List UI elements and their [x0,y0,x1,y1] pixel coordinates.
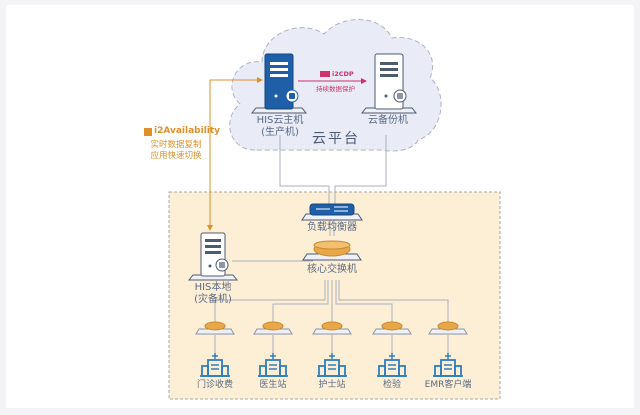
cloud-shape [229,19,442,152]
access-switch-icon[interactable] [428,321,468,335]
client-label-doctor-station: 医生站 [259,380,287,390]
core-switch-label: 核心交换机 [307,264,357,275]
his-local-host-label-line2: (灾备机) [194,294,232,305]
his-local-host-label: HIS本地 (灾备机) [186,282,240,306]
access-switch-icon[interactable] [312,321,352,335]
his-cloud-server-icon[interactable] [250,53,308,114]
client-label-lab: 检验 [382,380,401,390]
load-balancer-label: 负载均衡器 [307,222,357,233]
his-local-server-icon[interactable] [187,232,239,281]
cdp-description: 持续数据保护 [316,85,355,93]
i2cdp-logo-icon [320,71,330,77]
client-label-outpatient: 门诊收费 [196,380,233,390]
access-switch-icon[interactable] [195,321,235,335]
core-switch-icon[interactable] [302,240,362,261]
hospital-building-icon[interactable] [433,353,463,377]
hospital-building-icon[interactable] [258,353,288,377]
access-switch-icon[interactable] [253,321,293,335]
hospital-building-icon[interactable] [317,353,347,377]
i2availability-product-label: i2Availability [154,126,221,136]
his-cloud-host-label: HIS云主机 (生产机) [254,115,306,139]
i2availability-logo-icon [144,128,152,136]
client-label-emr: EMR客户端 [424,380,472,390]
client-building-icons [200,353,463,377]
cloud-backup-host-label: 云备份机 [368,115,408,126]
his-local-host-label-line1: HIS本地 [194,282,232,293]
access-switch-icon[interactable] [372,321,412,335]
i2availability-description-line2: 应用快速切换 [150,151,202,161]
his-cloud-host-label-line1: HIS云主机 [256,115,304,126]
his-cloud-host-label-line2: (生产机) [261,127,299,138]
network-links [214,135,449,355]
hospital-building-icon[interactable] [200,353,230,377]
cdp-product-label: i2CDP [332,70,354,78]
cloud-platform-title: 云平台 [312,131,360,147]
i2availability-description: 实时数据复制 应用快速切换 [146,140,206,162]
cloud-backup-server-icon[interactable] [360,53,418,114]
client-label-nurse-station: 护士站 [318,380,346,390]
hospital-building-icon[interactable] [377,353,407,377]
access-switch-icons [195,321,468,335]
load-balancer-icon[interactable] [301,203,363,221]
i2availability-description-line1: 实时数据复制 [150,140,202,150]
